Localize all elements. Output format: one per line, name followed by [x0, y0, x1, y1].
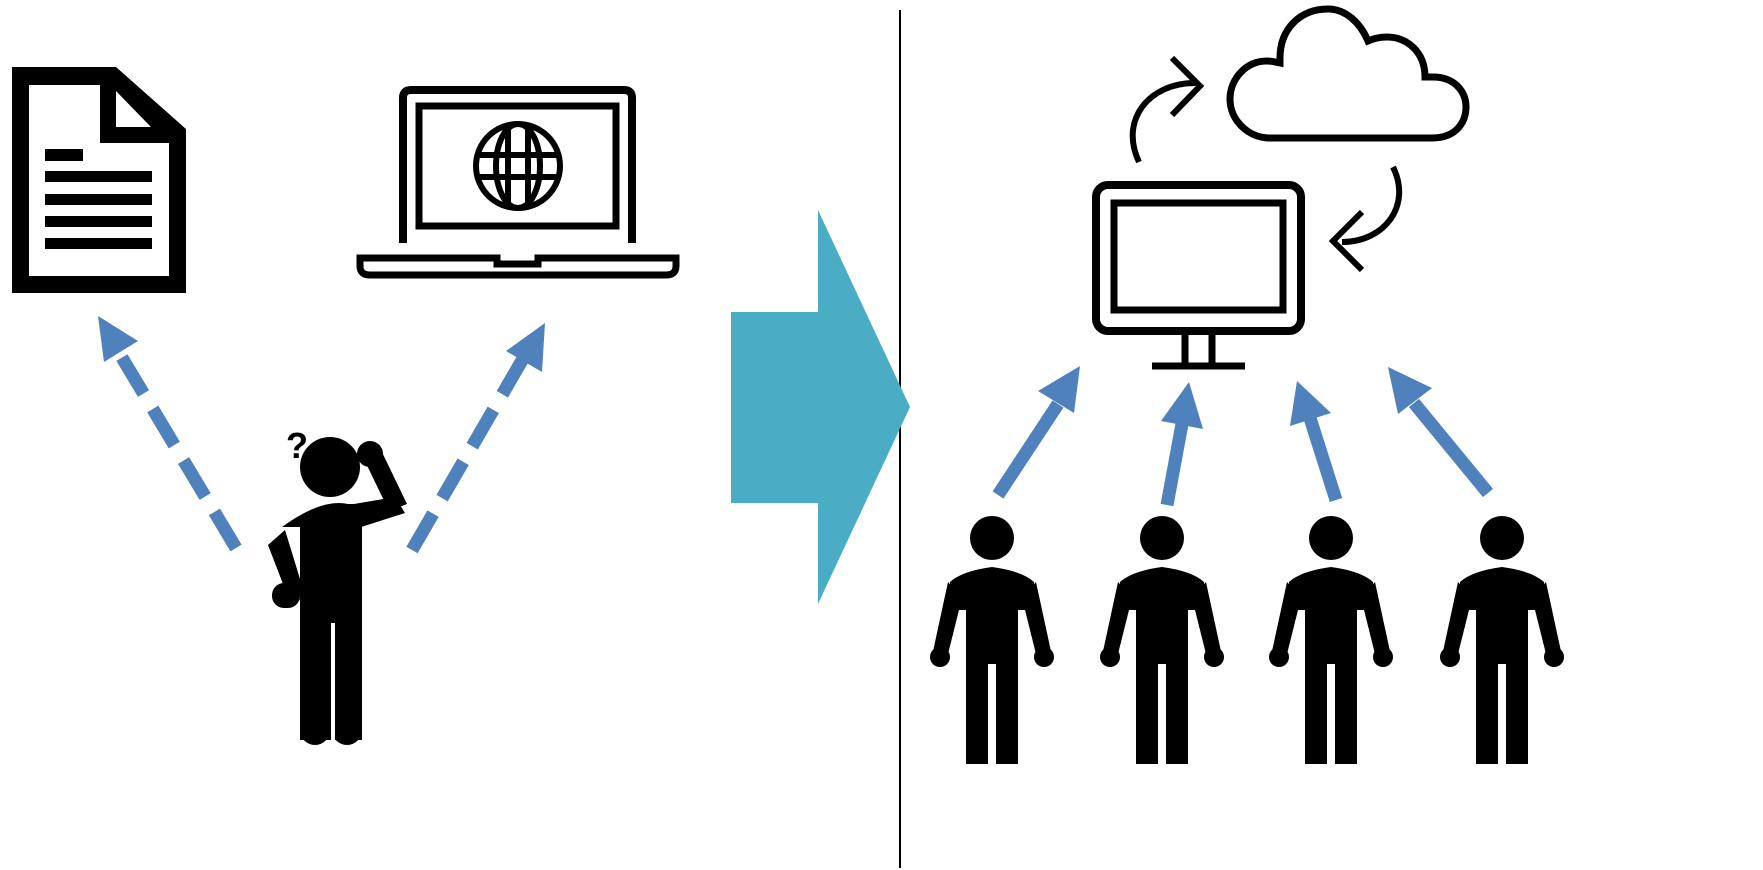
dashed-arrow-to-laptop: [406, 323, 545, 554]
person-icon-1: [930, 516, 1054, 766]
cloud-icon: [1226, 5, 1470, 142]
person-icon-2: [1100, 516, 1224, 766]
document-icon: [12, 67, 186, 293]
person-icon-4: [1440, 516, 1564, 766]
globe-icon: [473, 121, 563, 211]
person-icon-3: [1269, 516, 1393, 766]
laptop-globe-icon: [356, 86, 680, 279]
arrow-person-2-to-monitor: [1160, 382, 1203, 507]
arrow-person-1-to-monitor: [992, 366, 1080, 499]
arrow-person-4-to-monitor: [1388, 367, 1494, 498]
big-right-arrow: [731, 210, 910, 604]
sync-arrows-icon: [1129, 55, 1403, 273]
question-mark: ?: [286, 425, 308, 466]
dashed-arrow-to-document: [98, 316, 242, 552]
arrow-person-3-to-monitor: [1290, 381, 1343, 502]
monitor-icon: [1092, 181, 1305, 370]
confused-person-icon: ?: [268, 425, 407, 745]
